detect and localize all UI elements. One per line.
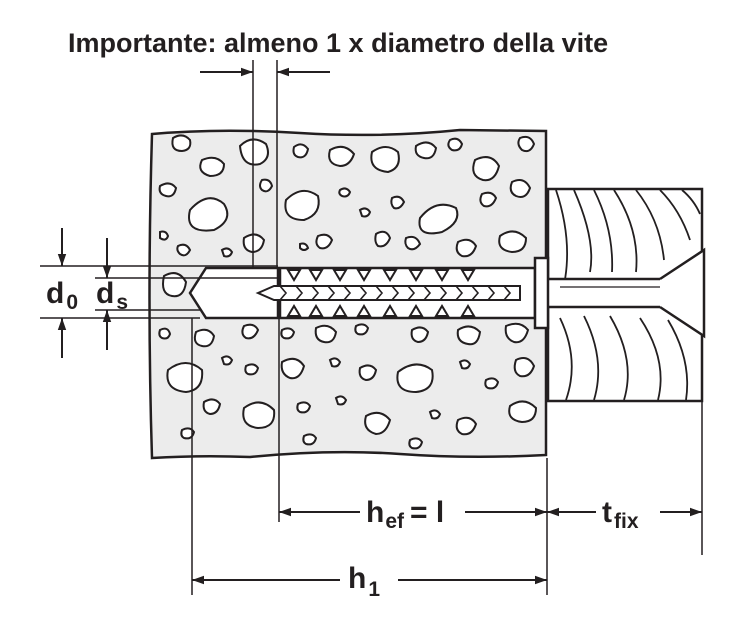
tfix-label: tfix (602, 496, 639, 533)
drill-hole (188, 266, 280, 320)
dimension-arrows (57, 67, 702, 585)
d0-label: d0 (46, 277, 78, 314)
diagram-title: Importante: almeno 1 x diametro della vi… (68, 28, 608, 58)
hef-label: hef= l (366, 496, 444, 533)
aggregate-stones (158, 134, 538, 450)
ds-label: ds (96, 277, 128, 314)
h1-label: h1 (348, 562, 380, 601)
plastic-anchor (255, 256, 550, 330)
extension-lines (40, 60, 703, 595)
